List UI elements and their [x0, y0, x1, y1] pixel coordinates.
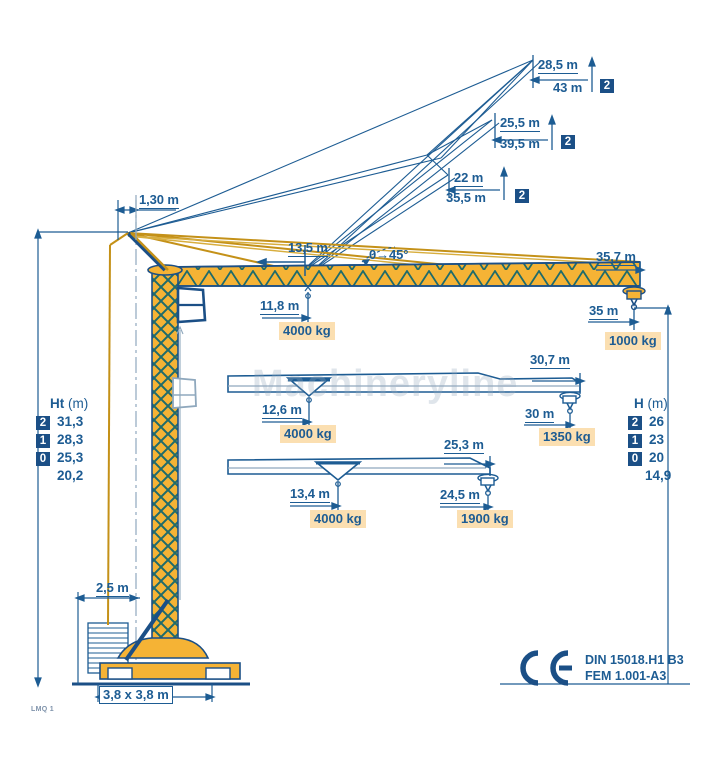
mast-inner-dim: [176, 325, 184, 600]
config2-tip-radius: 30 m: [525, 406, 555, 423]
h-title-unit: (m): [647, 396, 668, 411]
h-value-3: 14,9: [645, 468, 672, 483]
ht-config-badge-0: 2: [36, 416, 50, 430]
config1-top-left-dim: 13,5 m: [288, 240, 328, 257]
config1-top-right-dim: 35,7 m: [596, 249, 636, 266]
luffing-height-3: 35,5 m: [446, 190, 486, 205]
h-title-bold: H: [634, 396, 644, 411]
ht-column-title: Ht (m): [50, 396, 88, 411]
config2-top-right-dim: 30,7 m: [530, 352, 570, 369]
luffing-radius-3: 22 m: [454, 170, 484, 187]
ht-value-0: 31,3: [57, 414, 84, 429]
h-value-1: 23: [649, 432, 665, 447]
luffing-jib-outlines: [127, 59, 541, 274]
dim-255m: [491, 113, 556, 150]
luffing-height-2: 39,5 m: [500, 136, 540, 151]
cert-line-2: FEM 1.001-A3: [585, 669, 667, 683]
mast-offset-label: 1,30 m: [139, 192, 179, 209]
climbing-cage: [172, 377, 197, 409]
h-config-badge-0: 2: [628, 416, 642, 430]
config2-max-load-radius: 12,6 m: [262, 402, 302, 419]
dim-285m: [529, 55, 596, 92]
ht-value-2: 25,3: [57, 450, 84, 465]
h-config-badge-2: 0: [628, 452, 642, 466]
base-dimension-label: 3,8 x 3,8 m: [99, 686, 173, 704]
h-value-2: 20: [649, 450, 665, 465]
config3-top-right-dim: 25,3 m: [444, 437, 484, 454]
hook-block-1: [622, 286, 646, 311]
jib-angle-arc: [361, 246, 396, 266]
luffing-config-badge-3: 2: [515, 189, 529, 203]
jib-config-3: [227, 457, 499, 496]
ht-value-1: 28,3: [57, 432, 84, 447]
dim-35m: [588, 310, 640, 330]
dim-25m: [74, 592, 140, 684]
dim-22m: [445, 166, 508, 200]
cert-line-1: DIN 15018.H1 B3: [585, 653, 684, 667]
main-jib: [167, 261, 641, 287]
jib-config-2: [227, 372, 581, 414]
dim-130m: [114, 200, 176, 240]
luffing-config-badge-2: 2: [561, 135, 575, 149]
config3-max-load-radius: 13,4 m: [290, 486, 330, 503]
h-column-title: H (m): [634, 396, 668, 411]
dim-253m: [444, 456, 496, 476]
config1-tip-radius: 35 m: [589, 303, 619, 320]
dim-357m: [596, 262, 646, 288]
ce-mark-icon: [520, 650, 572, 686]
tower-apex-strut: [126, 231, 169, 272]
config3-tip-load: 1900 kg: [457, 510, 513, 528]
h-value-0: 26: [649, 414, 665, 429]
luffing-config-badge-1: 2: [600, 79, 614, 93]
certification-text: DIN 15018.H1 B3 FEM 1.001-A3: [585, 652, 684, 684]
config1-max-load: 4000 kg: [279, 322, 335, 340]
config3-tip-radius: 24,5 m: [440, 487, 480, 504]
ht-title-unit: (m): [68, 396, 89, 411]
config3-max-load: 4000 kg: [310, 510, 366, 528]
dim-126m: [262, 397, 313, 428]
h-config-badge-1: 1: [628, 434, 642, 448]
ht-title-bold: Ht: [50, 396, 65, 411]
ht-config-badge-1: 1: [36, 434, 50, 448]
dim-135m: [255, 245, 306, 276]
luffing-radius-1: 28,5 m: [538, 57, 578, 74]
dim-134m: [290, 481, 342, 512]
counterweight-label: 2,5 m: [96, 580, 129, 597]
counterweight-ballast: [87, 232, 129, 674]
model-code: LMQ 1: [31, 706, 54, 713]
dim-307m: [532, 373, 586, 394]
dim-hook-height: [500, 304, 690, 685]
ht-config-badge-2: 0: [36, 452, 50, 466]
config1-max-load-radius: 11,8 m: [260, 298, 300, 315]
luffing-height-1: 43 m: [553, 80, 583, 95]
luffing-radius-2: 25,5 m: [500, 115, 540, 132]
config2-tip-load: 1350 kg: [539, 428, 595, 446]
crane-base: [72, 598, 250, 686]
operator-cab: [176, 286, 207, 324]
dim-30m: [524, 414, 576, 432]
dim-118m: [262, 286, 312, 324]
config2-max-load: 4000 kg: [280, 425, 336, 443]
ht-value-3: 20,2: [57, 468, 84, 483]
jib-angle-label: 0→45°: [369, 247, 409, 262]
config1-tip-load: 1000 kg: [605, 332, 661, 350]
